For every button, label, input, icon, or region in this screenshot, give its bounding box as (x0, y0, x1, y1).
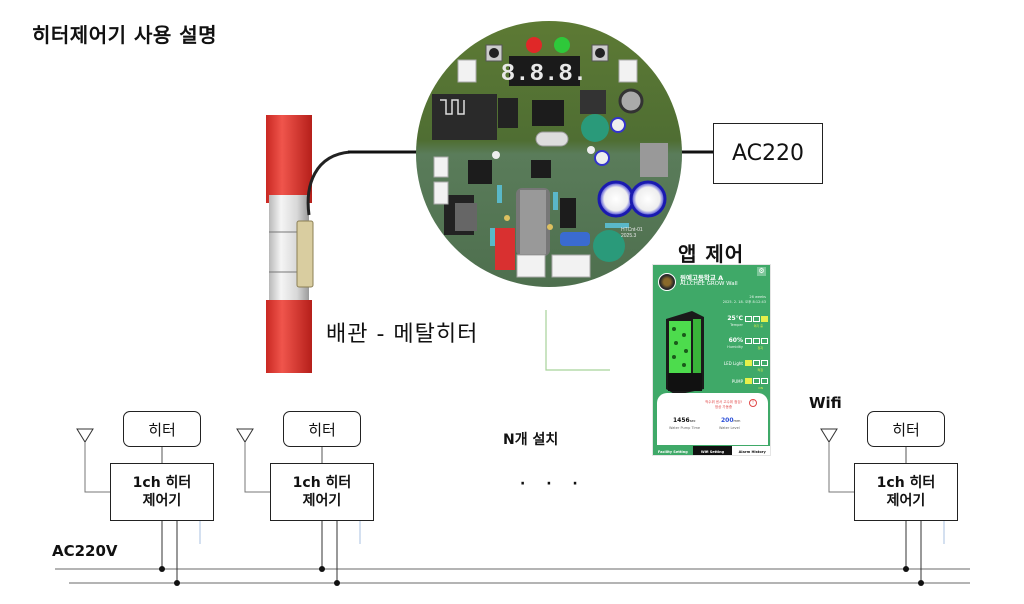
inductor (593, 230, 625, 262)
wiring-diagram (55, 428, 970, 586)
mode-button[interactable] (753, 378, 760, 384)
warning-text: 적수위 센서 고수위 점검! 정상 가동중 (705, 400, 742, 409)
n-install-label: N개 설치 (503, 432, 559, 448)
pump-time-caption: Water Pump Time (669, 426, 701, 430)
junction-dot (319, 566, 325, 572)
mode-button[interactable] (761, 360, 768, 366)
school-logo (658, 273, 676, 291)
mcu-chip (532, 100, 564, 126)
seven-segment-display (509, 56, 580, 86)
app-school-name: 원예고등학교 A (680, 274, 724, 282)
metric-led-light: LED Light 켜짐 (713, 359, 770, 375)
board-label: HTCnt-01 (621, 227, 643, 233)
capacitor (629, 180, 667, 218)
ac220-power-box: AC220 (713, 123, 823, 184)
metric-humidity: 60% Humidity 정지 (713, 337, 770, 353)
pump-time-value: 1456sec (673, 417, 696, 424)
mode-button[interactable] (761, 316, 768, 322)
app-connector-line (545, 310, 610, 371)
mode-button[interactable] (753, 316, 760, 322)
junction-dot (159, 566, 165, 572)
mode-button[interactable] (745, 338, 752, 344)
junction-dot (903, 566, 909, 572)
alert-icon: ! (749, 399, 757, 407)
capacitor (597, 180, 635, 218)
water-level-caption: Water Level (719, 426, 740, 430)
heater-box: 히터 (283, 411, 361, 447)
mode-button[interactable] (761, 338, 768, 344)
pipe-heater-image (266, 115, 351, 373)
fuse (495, 228, 515, 270)
grow-wall-image (666, 311, 704, 395)
mode-button[interactable] (761, 378, 768, 384)
seven-segment-text: 8.8.8. (501, 61, 587, 88)
app-subtitle: ALLCHEE GROW Wall (680, 281, 738, 287)
pcb-board-image: 8.8.8. HTCnt-01 2025.3 (416, 21, 682, 287)
ellipsis-label: · · · (520, 476, 586, 492)
water-level-value: 200mm (721, 417, 741, 424)
mode-button[interactable] (745, 316, 752, 322)
app-control-label: 앱 제어 (678, 242, 745, 266)
pipe-upper-insulation (266, 115, 312, 203)
led-green (554, 37, 570, 53)
antenna-icon (76, 428, 94, 443)
heater-box: 히터 (123, 411, 201, 447)
pipe-heater-label: 배관 - 메탈히터 (326, 322, 479, 347)
metric-temperature: 25℃ Temper 켜기 중 (713, 315, 770, 331)
app-date: 26 weeks 2025. 2. 18. 오후 8:12:43 (722, 295, 766, 304)
heater-cable (306, 150, 351, 216)
app-tab-bar: Facility Setting Wifi Setting Alarm Hist… (653, 446, 770, 455)
antenna-icon (820, 428, 838, 443)
junction-dot (918, 580, 924, 586)
metric-pump: PUMP ON (713, 377, 770, 393)
mode-button[interactable] (753, 360, 760, 366)
wifi-label: Wifi (809, 394, 842, 412)
led-red (526, 37, 542, 53)
heater-clamp (296, 220, 314, 288)
heater-box: 히터 (867, 411, 945, 447)
app-status-panel: 적수위 센서 고수위 점검! 정상 가동중 ! 1456sec 200mm Wa… (657, 393, 768, 445)
ac220-label: AC220 (731, 141, 804, 166)
mode-button[interactable] (745, 378, 752, 384)
page-title: 히터제어기 사용 설명 (32, 23, 218, 47)
tab-alarm-history[interactable]: Alarm History (732, 446, 770, 455)
mode-button[interactable] (745, 360, 752, 366)
tab-facility-setting[interactable]: Facility Setting (653, 446, 693, 455)
mode-button[interactable] (753, 338, 760, 344)
antenna-icon (236, 428, 254, 443)
junction-dot (334, 580, 340, 586)
gear-icon[interactable]: ⚙ (757, 267, 766, 276)
tab-wifi-setting[interactable]: Wifi Setting (692, 446, 733, 455)
bus-label: AC220V (52, 542, 118, 560)
board-date: 2025.3 (621, 233, 637, 239)
pipe-lower-insulation (266, 300, 312, 373)
junction-dot (174, 580, 180, 586)
app-screenshot: 원예고등학교 A ALLCHEE GROW Wall ⚙ 26 weeks 20… (652, 264, 771, 456)
inductor (581, 114, 609, 142)
